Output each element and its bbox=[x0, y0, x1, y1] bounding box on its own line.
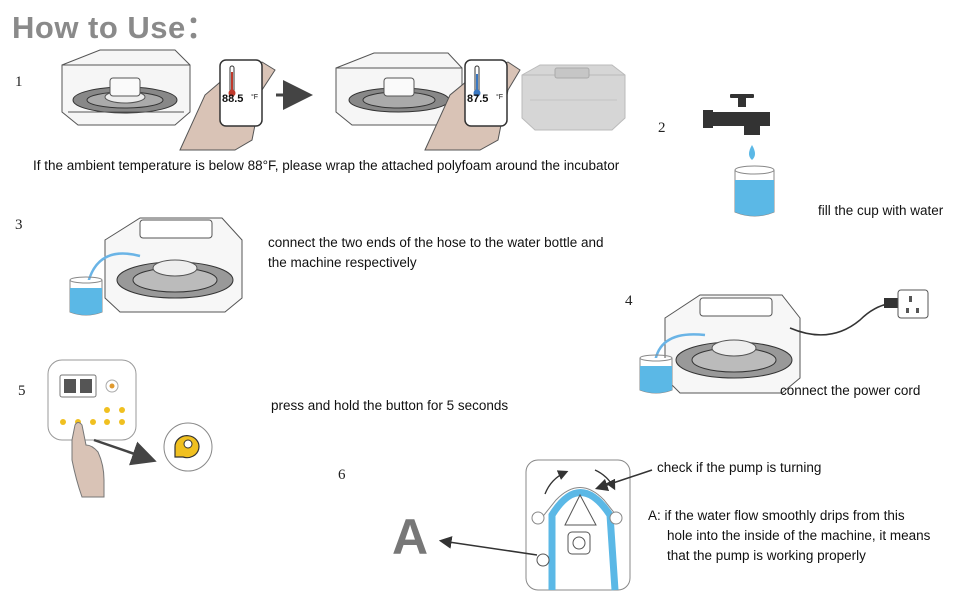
pump-check-arrow bbox=[594, 469, 653, 492]
step-3-hose bbox=[86, 252, 141, 284]
step-1-hand-phone-after bbox=[424, 59, 521, 151]
step-1-incubator-after bbox=[335, 52, 463, 126]
step-6-pump bbox=[525, 459, 631, 591]
step-4-number: 4 bbox=[625, 293, 633, 309]
step-4-hose bbox=[653, 333, 706, 363]
step-2-faucet-icon bbox=[703, 94, 770, 160]
reading-before: 88.5 bbox=[222, 93, 243, 105]
reading-before-unit: °F bbox=[251, 93, 258, 101]
step-6-note-line1: A: if the water flow smoothly drips from… bbox=[648, 508, 905, 523]
step-3-number: 3 bbox=[15, 217, 23, 233]
step-3-text-line1: connect the two ends of the hose to the … bbox=[268, 235, 604, 250]
step-1-text: If the ambient temperature is below 88°F… bbox=[33, 158, 620, 173]
step-5-control-panel bbox=[47, 359, 137, 441]
step-5-number: 5 bbox=[18, 383, 26, 399]
step-1-hand-phone-before bbox=[179, 59, 276, 151]
step-2-number: 2 bbox=[658, 120, 666, 136]
label-a: A bbox=[392, 509, 429, 565]
power-cord bbox=[789, 302, 894, 336]
pump-tube bbox=[548, 489, 619, 591]
step-5-hand bbox=[71, 422, 105, 498]
power-socket-icon bbox=[884, 289, 929, 319]
step-1-incubator-before bbox=[61, 49, 191, 126]
reading-after: 87.5 bbox=[467, 93, 488, 105]
step-3-water-bottle-icon bbox=[69, 276, 103, 316]
step-3-text-line2: the machine respectively bbox=[268, 255, 417, 270]
step-4-text: connect the power cord bbox=[780, 383, 921, 398]
step-2-text: fill the cup with water bbox=[818, 203, 944, 218]
step-5-arrow bbox=[93, 438, 157, 466]
step-1-foam-wrapped-incubator bbox=[521, 64, 626, 131]
step-1-number: 1 bbox=[15, 74, 23, 90]
step-4-incubator bbox=[664, 294, 801, 394]
step-6-note-line3: that the pump is working properly bbox=[667, 548, 866, 563]
page-title: How to Use： bbox=[12, 10, 218, 45]
step-5-text: press and hold the button for 5 seconds bbox=[271, 398, 509, 413]
reading-after-unit: °F bbox=[496, 93, 503, 101]
pump-button-icon bbox=[163, 422, 213, 472]
step-6-check-text: check if the pump is turning bbox=[657, 460, 822, 475]
step-4-water-bottle-icon bbox=[639, 354, 673, 394]
step-6-note-line2: hole into the inside of the machine, it … bbox=[667, 528, 931, 543]
step-3-incubator bbox=[104, 217, 243, 313]
drip-hole-arrow bbox=[438, 536, 538, 556]
step-2-cup-icon bbox=[734, 165, 775, 217]
step-6-number: 6 bbox=[338, 467, 346, 483]
